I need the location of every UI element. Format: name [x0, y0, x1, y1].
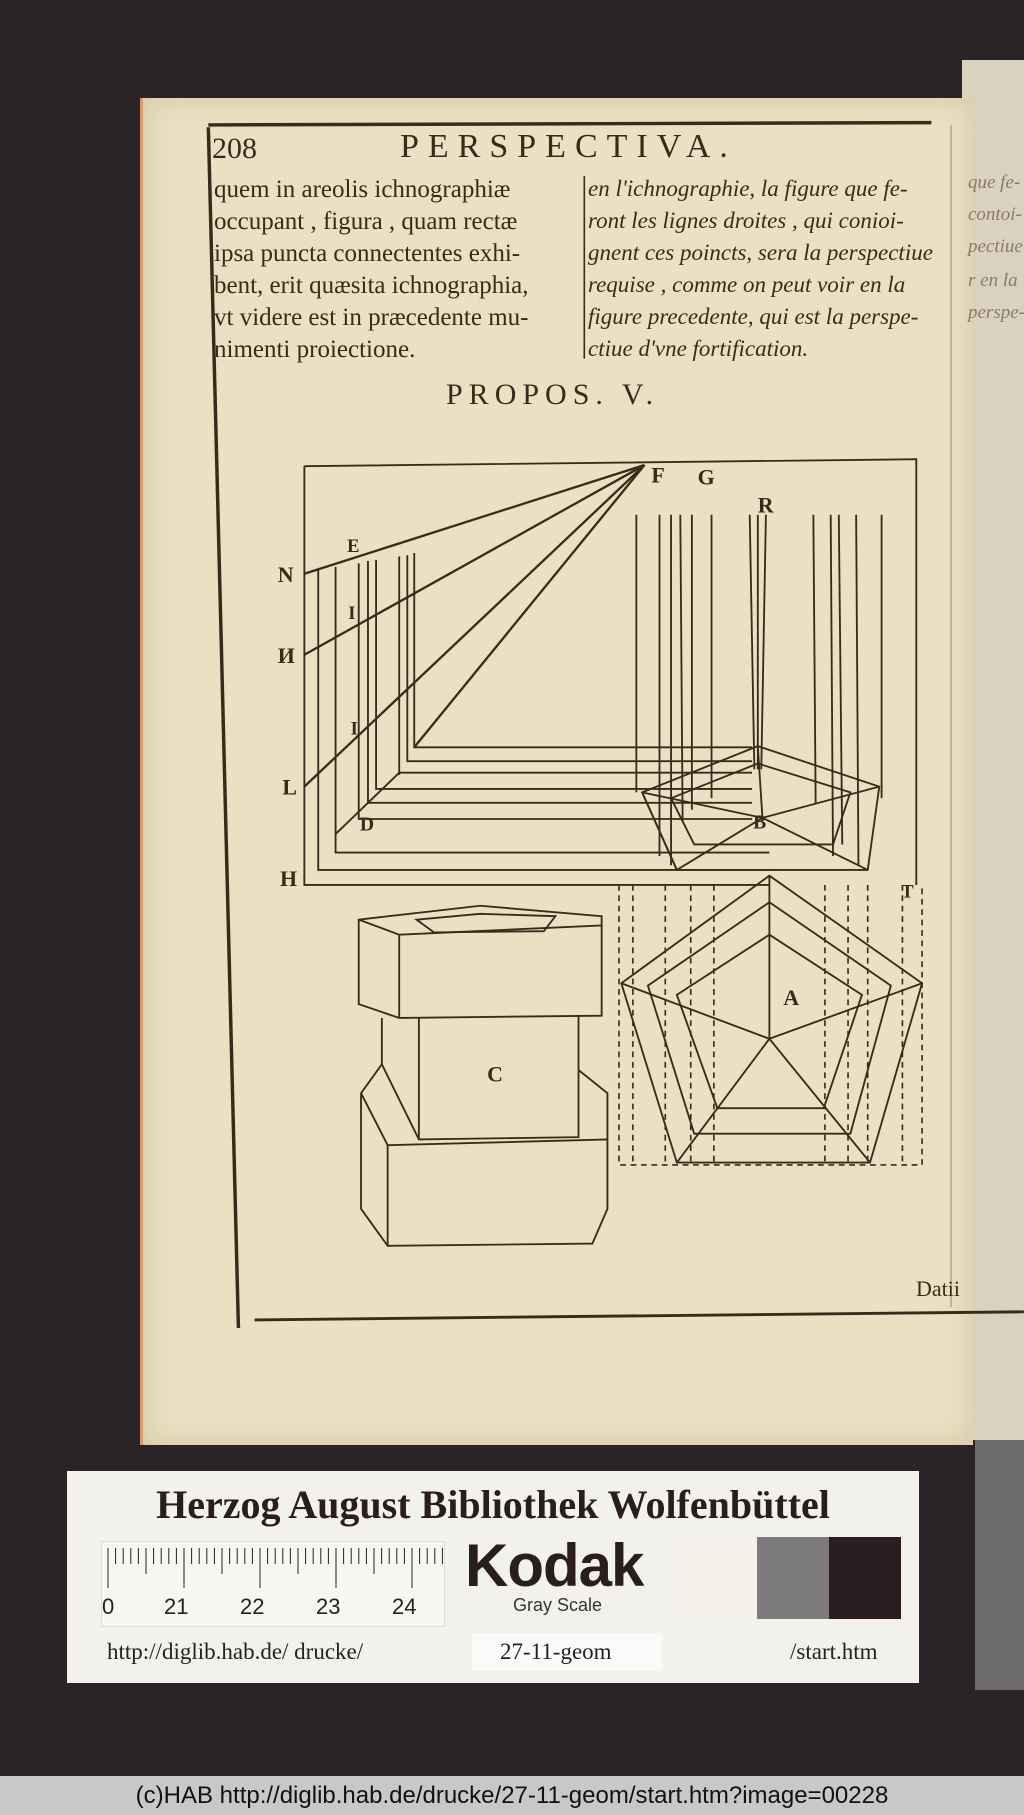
latin-line: quem in areolis ichnographiæ: [214, 176, 511, 203]
latin-line: bent, erit quæsita ichnographia,: [214, 272, 529, 299]
gray-patch-dark: [829, 1537, 901, 1619]
proposition-heading: PROPOS. V.: [446, 378, 660, 411]
label-a: A: [783, 985, 799, 1010]
copyright-caption: (c)HAB http://diglib.hab.de/drucke/27-11…: [0, 1776, 1024, 1815]
label-d: D: [360, 814, 374, 836]
shelfmark-box: [472, 1633, 662, 1671]
latin-line: nimenti proiectione.: [214, 336, 416, 363]
label-e: E: [347, 537, 359, 557]
gray-scale-label: Gray Scale: [513, 1595, 603, 1615]
ruler-number: 21: [164, 1594, 189, 1619]
latin-line: occupant , figura , quam rectæ: [214, 208, 518, 235]
label-h: H: [280, 866, 297, 891]
bottom-rule: [254, 1310, 1024, 1322]
figure-box: [304, 458, 918, 885]
facing-fragment: pectiue: [968, 236, 1023, 257]
color-target-card: Herzog August Bibliothek Wolfenbüttel 0 …: [67, 1471, 919, 1683]
label-i: I: [348, 604, 355, 624]
plan-a: [618, 874, 924, 1166]
label-n: N: [278, 562, 294, 587]
latin-line: ipsa puncta connectentes exhi-: [214, 240, 521, 267]
label-c: C: [487, 1062, 503, 1087]
facing-fragment: que fe-: [968, 172, 1021, 193]
french-line: gnent ces poincts, sera la perspectiue: [588, 240, 933, 265]
label-n-reversed: И: [278, 643, 295, 668]
url-left: http://diglib.hab.de/ drucke/: [107, 1639, 364, 1664]
prism-c: [357, 904, 609, 1247]
french-line: requise , comme on peut voir en la: [588, 272, 906, 297]
french-line: ront les lignes droites , qui conioi-: [588, 208, 904, 233]
gray-patch-mid: [757, 1537, 829, 1619]
label-b: B: [753, 811, 766, 833]
facing-page-shadow: [975, 1440, 1024, 1690]
label-g: G: [698, 465, 715, 490]
latin-line: vt videre est in præcedente mu-: [214, 304, 529, 331]
label-f: F: [651, 462, 664, 487]
left-rule: [206, 127, 241, 1329]
ruler-ticks: [107, 1548, 443, 1588]
ruler-number: 23: [316, 1594, 341, 1619]
label-l: L: [282, 775, 297, 800]
page-number: 208: [212, 132, 257, 165]
facing-fragment: perspe-: [968, 302, 1024, 323]
ruler: 0 21 22 23 24: [101, 1541, 445, 1627]
french-line: ctiue d'vne fortification.: [588, 336, 809, 361]
top-rule: [208, 120, 932, 127]
ruler-number: 22: [240, 1594, 265, 1619]
ruler-number: 0: [102, 1594, 115, 1619]
ruler-number: 24: [392, 1594, 417, 1619]
label-i: I: [351, 720, 358, 740]
label-r: R: [758, 492, 775, 517]
gray-patch-white: [679, 1537, 757, 1619]
label-t: T: [901, 883, 914, 903]
kodak-logo: Kodak: [465, 1532, 644, 1599]
institution-name: Herzog August Bibliothek Wolfenbüttel: [156, 1482, 830, 1527]
french-line: figure precedente, qui est la perspe-: [588, 304, 919, 329]
running-title: PERSPECTIVA.: [400, 128, 737, 165]
facing-fragment: r en la: [968, 270, 1018, 291]
url-right: /start.htm: [790, 1639, 878, 1664]
french-line: en l'ichnographie, la figure que fe-: [588, 176, 908, 201]
url-shelfmark: 27-11-geom: [500, 1639, 612, 1664]
facing-fragment: contoi-: [968, 204, 1022, 225]
catchword: Datii: [916, 1276, 960, 1301]
